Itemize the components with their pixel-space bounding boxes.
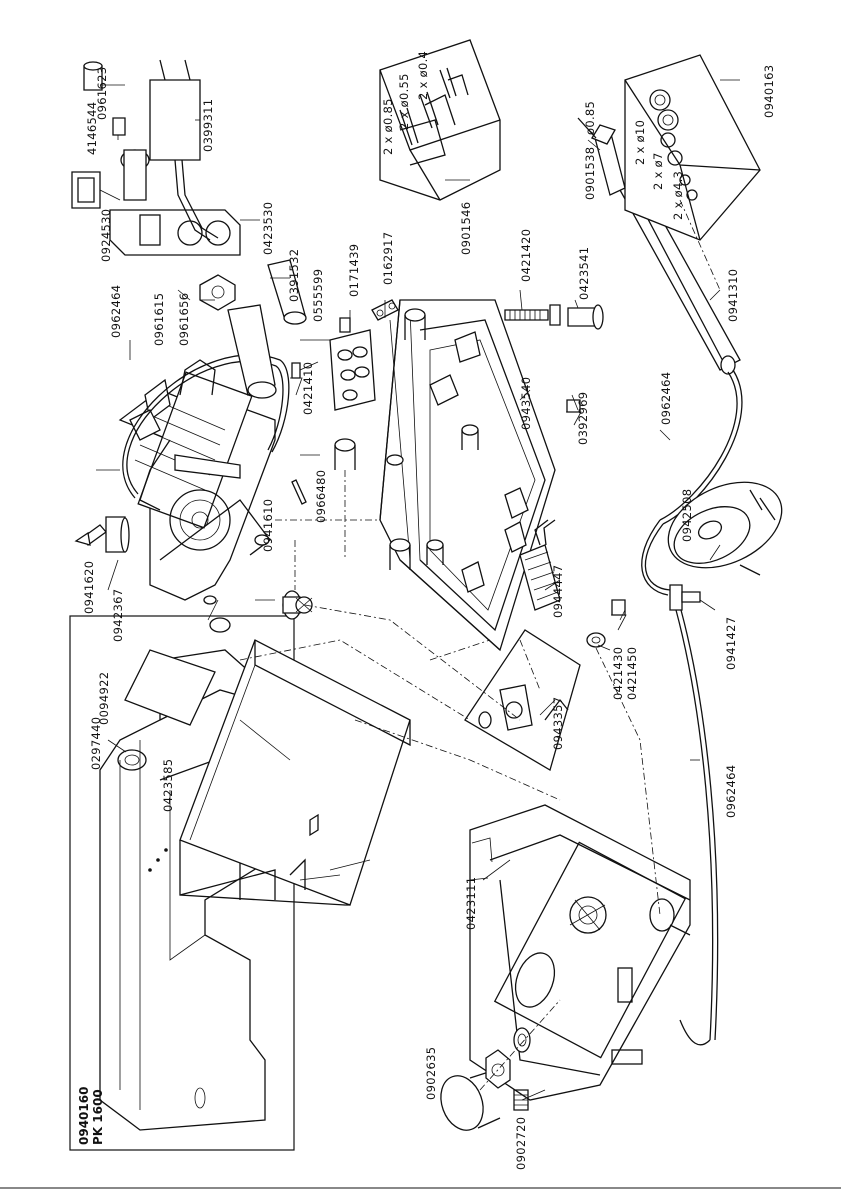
label-2x055: 2 x ø0.55 bbox=[397, 73, 411, 130]
label-0966480: 0966480 bbox=[314, 470, 328, 523]
label-0924530: 0924530 bbox=[99, 209, 113, 262]
label-0941620: 0941620 bbox=[82, 561, 96, 614]
part-labels: 0940160 PK 1600 0297440 0902635 0902720 … bbox=[77, 51, 776, 1170]
label-2x7: 2 x ø7 bbox=[651, 152, 665, 190]
label-0902635: 0902635 bbox=[424, 1047, 438, 1100]
label-0901546: 0901546 bbox=[459, 202, 473, 255]
label-0297440: 0297440 bbox=[89, 717, 103, 770]
label-2x04: 2 x ø0.4 bbox=[416, 51, 430, 100]
hoses-lower bbox=[641, 519, 719, 1046]
label-0940163: 0940163 bbox=[762, 65, 776, 118]
filter-cup-0942508 bbox=[667, 481, 783, 576]
control-knob bbox=[440, 999, 561, 1131]
label-0421410: 0421410 bbox=[301, 362, 315, 415]
label-0943357: 0943357 bbox=[551, 697, 565, 750]
connector-0944447 bbox=[519, 519, 561, 611]
label-0941427: 0941427 bbox=[724, 617, 738, 670]
label-0392969: 0392969 bbox=[576, 392, 590, 445]
label-0162917: 0162917 bbox=[381, 232, 395, 285]
label-0940160: 0940160 bbox=[77, 1087, 91, 1145]
label-0423541: 0423541 bbox=[577, 247, 591, 300]
gear-wheel bbox=[282, 590, 313, 620]
cover bbox=[179, 639, 411, 906]
label-0961615: 0961615 bbox=[152, 293, 166, 346]
pump-tip bbox=[74, 516, 130, 553]
label-4146544: 4146544 bbox=[85, 102, 99, 155]
terminal-block bbox=[329, 329, 376, 411]
leader-lines bbox=[96, 79, 740, 1101]
frame-posts bbox=[334, 308, 479, 570]
label-0423530: 0423530 bbox=[261, 202, 275, 255]
label-0171439: 0171439 bbox=[347, 244, 361, 297]
label-0421450: 0421450 bbox=[625, 647, 639, 700]
label-card bbox=[124, 649, 216, 726]
assembly-lines bbox=[239, 199, 721, 916]
screw-and-foot bbox=[504, 304, 604, 330]
label-0421420: 0421420 bbox=[519, 229, 533, 282]
small-tube bbox=[291, 479, 307, 505]
t-piece bbox=[669, 584, 701, 611]
label-pk1600: PK 1600 bbox=[91, 1089, 105, 1145]
label-0943540: 0943540 bbox=[519, 377, 533, 430]
tip-box-0901546 bbox=[379, 39, 501, 201]
label-0961623: 0961623 bbox=[95, 67, 109, 120]
label-2x10: 2 x ø10 bbox=[633, 120, 647, 165]
label-0962464-top: 0962464 bbox=[109, 285, 123, 338]
label-0941310: 0941310 bbox=[726, 269, 740, 322]
label-0391532: 0391532 bbox=[287, 249, 301, 302]
label-0944447: 0944447 bbox=[551, 565, 565, 618]
washer-and-screw bbox=[586, 599, 627, 648]
pcb-board bbox=[464, 629, 581, 771]
label-0941610: 0941610 bbox=[261, 499, 275, 552]
label-0962464-bottom: 0962464 bbox=[724, 765, 738, 818]
label-diameter-085: ø0.85 bbox=[583, 101, 597, 135]
label-0423111: 0423111 bbox=[464, 877, 478, 930]
main-housing bbox=[469, 804, 691, 1101]
base-frame bbox=[334, 299, 556, 652]
tip-box-0940163 bbox=[624, 54, 761, 241]
screw-0392969 bbox=[566, 399, 582, 426]
label-0901538: 0901538 bbox=[583, 147, 597, 200]
label-0555599: 0555599 bbox=[311, 269, 325, 322]
label-0421430: 0421430 bbox=[611, 647, 625, 700]
label-0962464-mid: 0962464 bbox=[659, 372, 673, 425]
pen-0941310 bbox=[577, 117, 743, 525]
label-0399311: 0399311 bbox=[201, 99, 215, 152]
label-0942367: 0942367 bbox=[111, 589, 125, 642]
label-0423585: 0423585 bbox=[161, 759, 175, 812]
power-inlet-stack bbox=[71, 59, 307, 399]
label-0902720: 0902720 bbox=[514, 1117, 528, 1170]
label-0094922: 0094922 bbox=[97, 672, 111, 725]
label-0961656: 0961656 bbox=[177, 293, 191, 346]
label-2x43: 2 x ø4.3 bbox=[671, 171, 685, 220]
pump-assembly bbox=[118, 359, 276, 633]
label-0942508: 0942508 bbox=[680, 489, 694, 542]
label-2x085: 2 x ø0.85 bbox=[381, 98, 395, 155]
